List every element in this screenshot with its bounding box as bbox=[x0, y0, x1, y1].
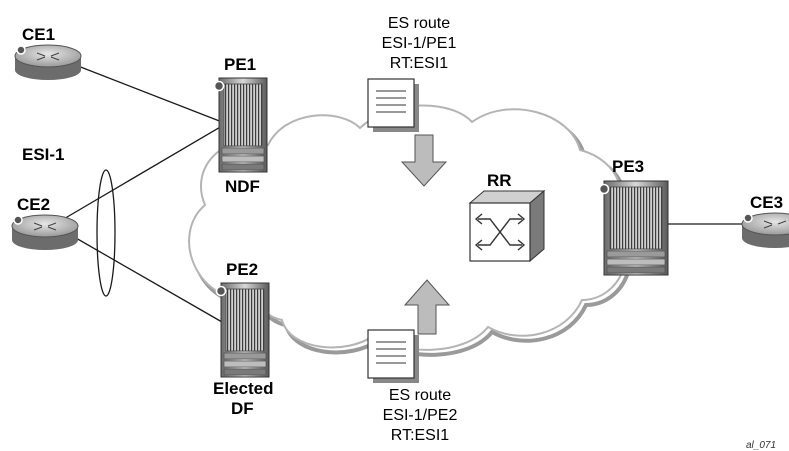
rr-label: RR bbox=[487, 171, 512, 190]
top-route-line2: ESI-1/PE1 bbox=[382, 35, 457, 52]
router-icon bbox=[763, 220, 787, 229]
pe1-role-label: NDF bbox=[225, 177, 260, 196]
router-icon bbox=[33, 222, 57, 231]
rr-switch bbox=[468, 189, 546, 263]
bottom-route-document bbox=[367, 329, 419, 383]
esi-label: ESI-1 bbox=[22, 145, 65, 164]
ce1-router bbox=[14, 44, 82, 80]
top-route-line1: ES route bbox=[388, 15, 450, 32]
pe2-role-line2: DF bbox=[231, 399, 254, 418]
chassis-icon bbox=[598, 183, 610, 195]
document-icon bbox=[367, 78, 415, 128]
ce2-router bbox=[11, 214, 79, 250]
pe1-chassis bbox=[213, 77, 268, 173]
pe2-role-line1: Elected bbox=[213, 379, 273, 398]
links bbox=[61, 65, 748, 323]
link-ce2-pe2 bbox=[61, 229, 223, 323]
arrow-up-icon bbox=[403, 279, 451, 335]
ce2-label: CE2 bbox=[17, 195, 50, 214]
switch-icon bbox=[474, 213, 526, 251]
ce1-label: CE1 bbox=[22, 25, 55, 44]
top-route-line3: RT:ESI1 bbox=[390, 55, 449, 72]
bottom-route-line2: ESI-1/PE2 bbox=[383, 407, 458, 424]
arrow-down-icon bbox=[400, 134, 448, 187]
pe3-label: PE3 bbox=[612, 157, 644, 176]
chassis-icon bbox=[213, 80, 225, 92]
pe2-label: PE2 bbox=[226, 260, 258, 279]
bottom-route-line1: ES route bbox=[389, 387, 451, 404]
bottom-route-line3: RT:ESI1 bbox=[391, 427, 450, 444]
document-icon bbox=[367, 329, 415, 379]
ce3-router bbox=[741, 212, 789, 248]
pe1-label: PE1 bbox=[224, 55, 256, 74]
top-route-document bbox=[367, 78, 419, 132]
pe2-chassis bbox=[215, 282, 270, 378]
link-ce1-pe1 bbox=[77, 65, 223, 123]
figure-id: al_071 bbox=[746, 440, 776, 451]
esi-lag-ellipse bbox=[96, 169, 116, 297]
link-ce2-pe1 bbox=[61, 125, 223, 221]
pe3-chassis bbox=[598, 180, 669, 276]
router-icon bbox=[36, 52, 60, 61]
chassis-icon bbox=[215, 285, 227, 297]
ce3-label: CE3 bbox=[750, 193, 783, 212]
